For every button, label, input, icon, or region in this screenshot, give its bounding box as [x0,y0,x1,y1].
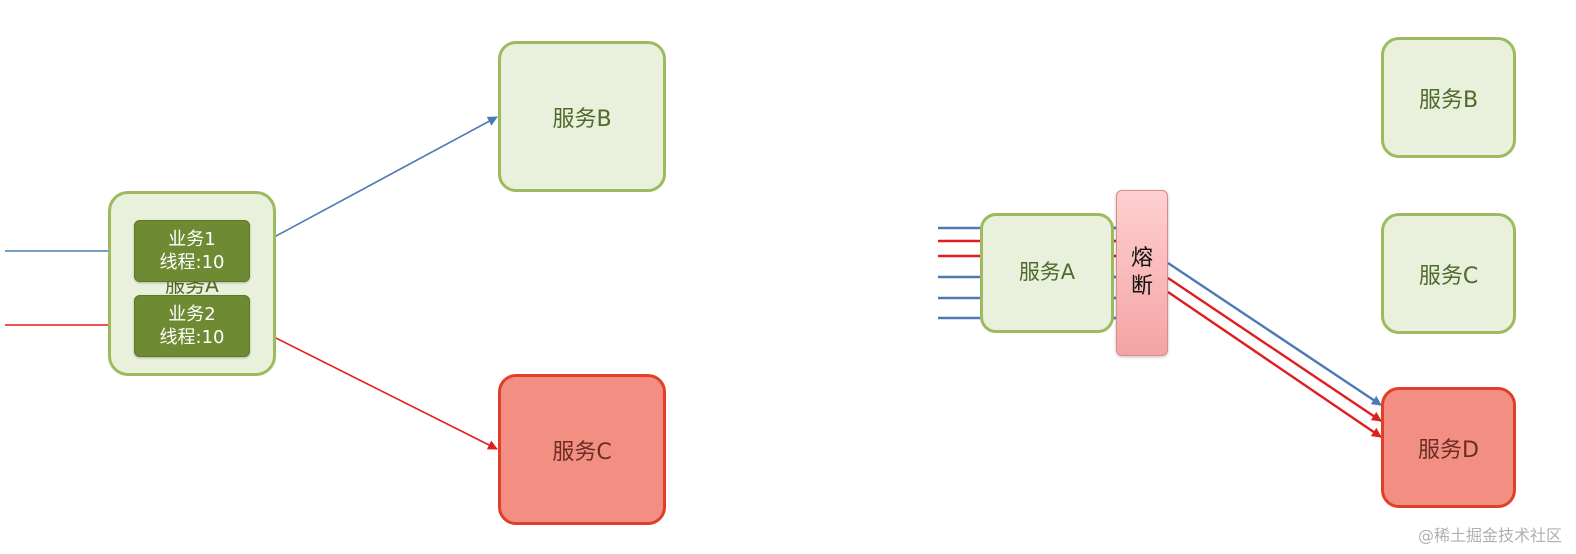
circuit-breaker: 熔 断 [1116,190,1168,356]
right-service-a-label: 服务A [1018,260,1076,284]
left-service-c-label: 服务C [552,439,612,465]
left-service-c: 服务C [498,374,666,525]
right-service-c-label: 服务C [1418,263,1479,289]
task-1-threads: 线程:10 [159,252,225,273]
task-2: 业务2 线程:10 [134,295,250,357]
left-service-b: 服务B [498,41,666,192]
right-service-b: 服务B [1381,37,1516,158]
task-1: 业务1 线程:10 [134,220,250,282]
task-1-name: 业务1 [168,229,216,250]
arrow-task-2-to-service-c [249,324,498,450]
right-service-a: 服务A [980,213,1114,333]
right-service-d-label: 服务D [1418,437,1479,463]
right-service-c: 服务C [1381,213,1516,334]
task-2-threads: 线程:10 [159,327,225,348]
arrow-out-2 [1167,277,1382,422]
watermark: @稀土掘金技术社区 [1417,526,1562,545]
breaker-char-2: 断 [1130,274,1153,299]
left-service-b-label: 服务B [552,106,612,132]
arrow-out-1 [1167,262,1382,406]
breaker-char-1: 熔 [1130,246,1153,271]
right-service-b-label: 服务B [1418,87,1479,113]
arrow-task-1-to-service-b [249,116,498,251]
right-service-d: 服务D [1381,387,1516,508]
arrow-out-3 [1167,291,1382,438]
task-2-name: 业务2 [168,304,216,325]
